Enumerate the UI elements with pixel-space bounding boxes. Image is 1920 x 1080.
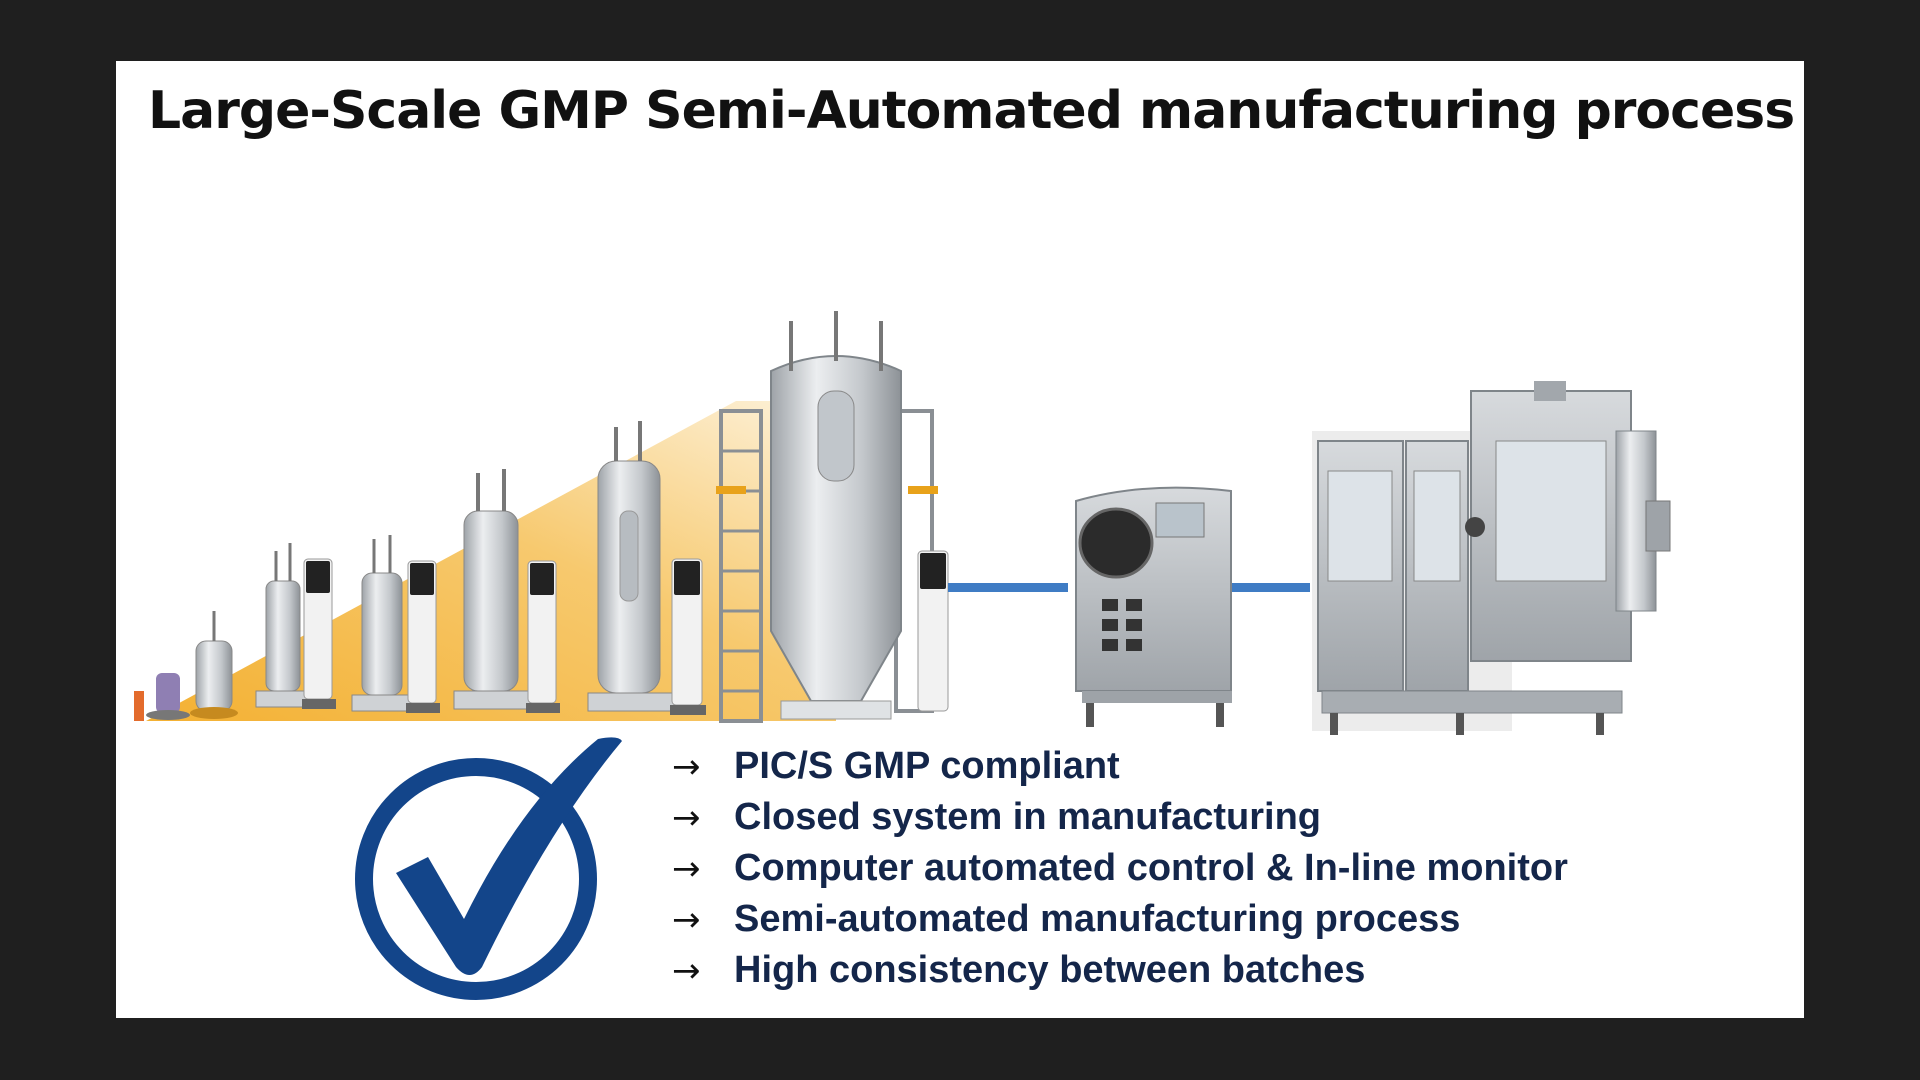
bullet-item: → Computer automated control & In-line m… bbox=[672, 843, 1568, 894]
bullet-item: → Semi-automated manufacturing process bbox=[672, 894, 1568, 945]
bullet-item: → Closed system in manufacturing bbox=[672, 792, 1568, 843]
connector-line-1 bbox=[948, 583, 1068, 592]
bullet-list: → PIC/S GMP compliant → Closed system in… bbox=[672, 741, 1568, 996]
bioreactor-4 bbox=[587, 421, 706, 715]
bioreactor-large bbox=[716, 311, 949, 723]
bullet-text: PIC/S GMP compliant bbox=[734, 745, 1120, 787]
bullet-item: → PIC/S GMP compliant bbox=[672, 741, 1568, 792]
bullet-item: → High consistency between batches bbox=[672, 945, 1568, 996]
equipment-illustration bbox=[134, 311, 1671, 735]
slide: Large-Scale GMP Semi-Automated manufactu… bbox=[116, 61, 1804, 1018]
connector-line-2 bbox=[1228, 583, 1310, 592]
bioreactor-1 bbox=[255, 543, 336, 709]
bioreactor-series bbox=[134, 311, 949, 723]
bioreactor-2 bbox=[351, 535, 440, 713]
arrow-right-icon: → bbox=[672, 848, 701, 889]
arrow-right-icon: → bbox=[672, 899, 701, 940]
arrow-right-icon: → bbox=[672, 797, 701, 838]
processing-unit bbox=[1075, 486, 1232, 727]
bullet-text: High consistency between batches bbox=[734, 949, 1366, 991]
filling-machine bbox=[1312, 381, 1671, 735]
arrow-right-icon: → bbox=[672, 950, 701, 991]
bioreactor-3 bbox=[453, 469, 560, 713]
slide-title: Large-Scale GMP Semi-Automated manufactu… bbox=[148, 81, 1795, 141]
arrow-right-icon: → bbox=[672, 746, 701, 787]
bullet-text: Computer automated control & In-line mon… bbox=[734, 847, 1568, 889]
bioreactor-xs bbox=[134, 673, 190, 721]
bioreactor-s bbox=[190, 611, 238, 719]
bullet-text: Semi-automated manufacturing process bbox=[734, 898, 1461, 940]
check-mark-icon bbox=[355, 737, 622, 1000]
bullet-text: Closed system in manufacturing bbox=[734, 796, 1322, 838]
